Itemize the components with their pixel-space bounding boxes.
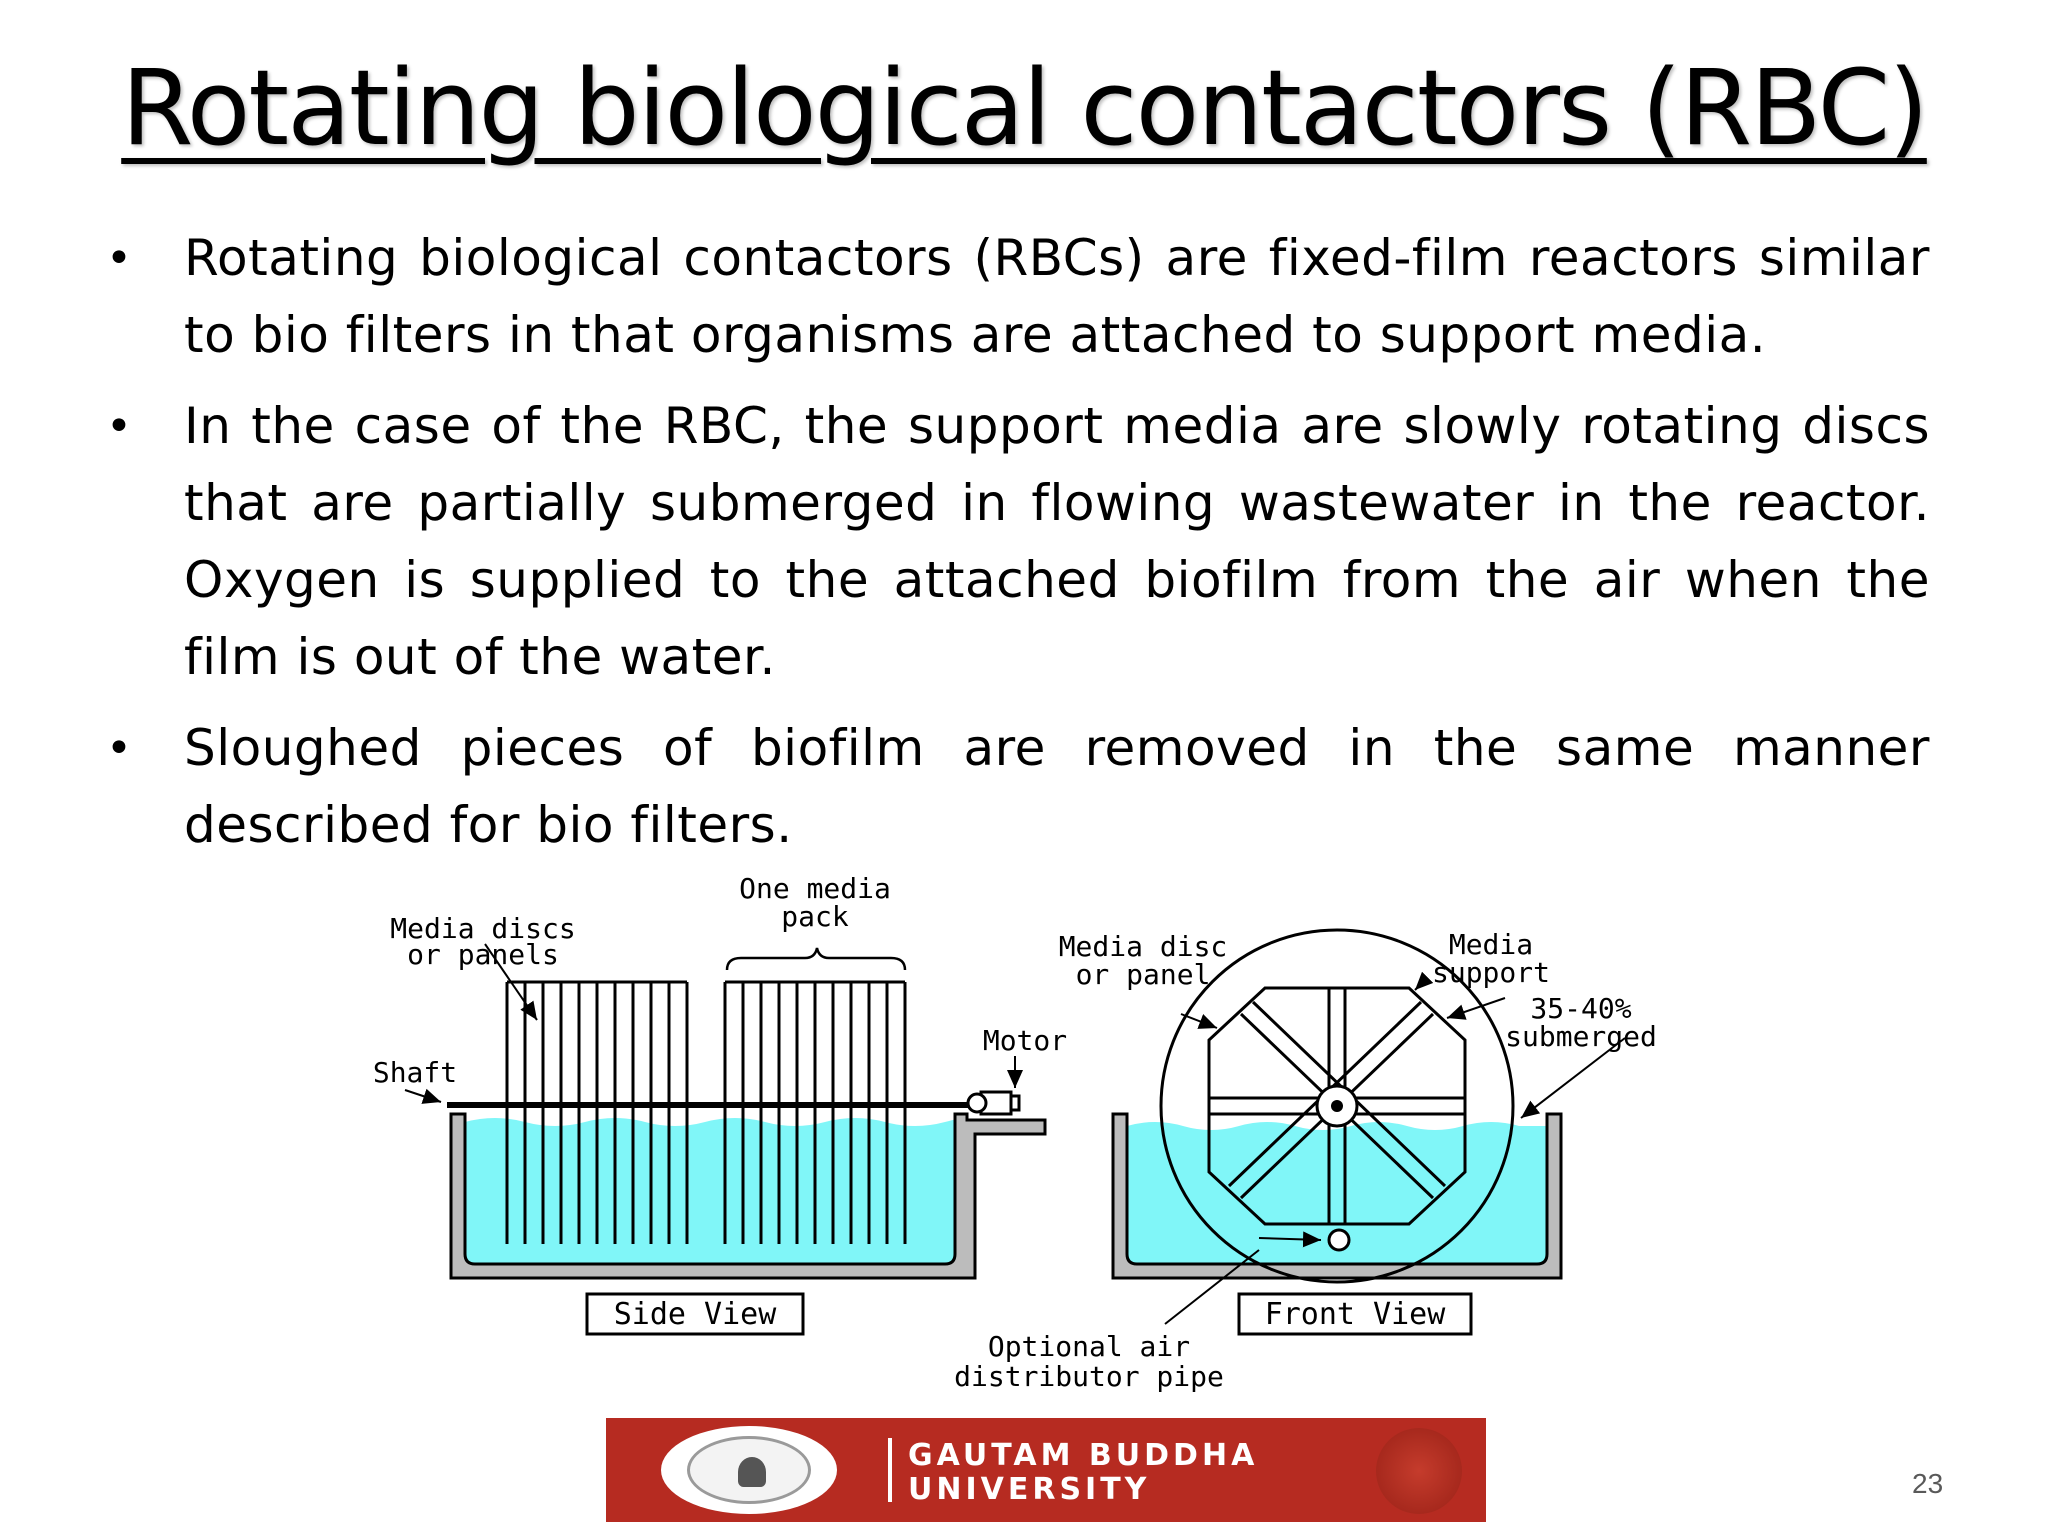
media-disc-pointer	[1180, 1013, 1218, 1029]
university-seal-icon	[661, 1426, 837, 1514]
side-view-caption-box	[585, 1292, 805, 1336]
front-view-water	[1127, 1122, 1547, 1264]
media-disc-label-2: or panel	[1076, 958, 1211, 991]
media-pack-brace	[725, 947, 907, 971]
front-view-tank	[1111, 1112, 1563, 1280]
side-view: Media discs or panels One media pack Sha…	[373, 872, 1067, 1336]
air-distributor-pipe	[1327, 1228, 1351, 1252]
bullet-list: • Rotating biological contactors (RBCs) …	[100, 220, 1930, 878]
submerged-label-2: submerged	[1505, 1020, 1657, 1053]
motor-icon	[966, 1090, 1021, 1116]
air-pipe-label-2: distributor pipe	[954, 1360, 1224, 1393]
bullet-text: Sloughed pieces of biofilm are removed i…	[184, 719, 1930, 854]
media-disc-label: Media disc	[1059, 930, 1228, 963]
side-view-tank	[449, 1112, 1047, 1280]
rbc-diagram: Media discs or panels One media pack Sha…	[373, 872, 1657, 1393]
seal-ring	[687, 1436, 811, 1504]
media-pack-label-2: pack	[781, 900, 849, 933]
side-view-water	[465, 1118, 963, 1264]
air-pipe-pointer	[1258, 1231, 1322, 1248]
bullet-text: In the case of the RBC, the support medi…	[184, 397, 1930, 686]
banner-university-name: GAUTAM BUDDHA	[908, 1438, 1259, 1473]
media-discs-label: Media discs	[390, 912, 575, 945]
front-view-caption: Front View	[1265, 1297, 1447, 1332]
media-discs-label-2: or panels	[407, 938, 559, 971]
media-support-frame	[1207, 986, 1467, 1226]
university-banner: GAUTAM BUDDHA UNIVERSITY	[606, 1418, 1486, 1522]
bullet-item: • Rotating biological contactors (RBCs) …	[100, 220, 1930, 374]
submerged-pointer	[1520, 1037, 1626, 1119]
emblem-watermark-icon	[1376, 1428, 1462, 1514]
buddha-figure-icon	[738, 1457, 766, 1487]
front-view-caption-box	[1237, 1292, 1473, 1336]
bullet-text: Rotating biological contactors (RBCs) ar…	[184, 229, 1930, 364]
air-pipe-label: Optional air	[988, 1330, 1190, 1363]
media-pack-1	[505, 980, 689, 1244]
side-view-caption: Side View	[614, 1297, 777, 1332]
air-pipe-leader	[1164, 1249, 1260, 1325]
disc-hub-center	[1331, 1100, 1343, 1112]
submerged-pointer-2	[1446, 997, 1506, 1020]
media-support-label-2: support	[1432, 956, 1550, 989]
media-support-pointer	[1414, 971, 1434, 991]
bullet-marker: •	[106, 723, 133, 774]
shaft-label: Shaft	[373, 1056, 457, 1089]
bullet-marker: •	[106, 401, 133, 452]
banner-divider	[888, 1438, 892, 1502]
shaft-pointer	[404, 1088, 442, 1104]
front-view: Media disc or panel Media support 35-40%…	[1059, 928, 1657, 1336]
bullet-marker: •	[106, 233, 133, 284]
media-discs-pointer	[484, 943, 538, 1021]
media-pack-2	[723, 980, 907, 1244]
media-support-label: Media	[1449, 928, 1533, 961]
motor-label: Motor	[983, 1024, 1067, 1057]
bullet-item: • Sloughed pieces of biofilm are removed…	[100, 710, 1930, 864]
media-pack-label: One media	[739, 872, 891, 905]
submerged-label: 35-40%	[1530, 992, 1631, 1025]
media-disc	[1159, 928, 1515, 1284]
bullet-item: • In the case of the RBC, the support me…	[100, 388, 1930, 696]
side-view-shaft	[447, 1102, 987, 1108]
page-number: 23	[1912, 1468, 1944, 1499]
banner-university-word: UNIVERSITY	[908, 1472, 1151, 1507]
slide-title: Rotating biological contactors (RBC)	[121, 47, 1929, 169]
